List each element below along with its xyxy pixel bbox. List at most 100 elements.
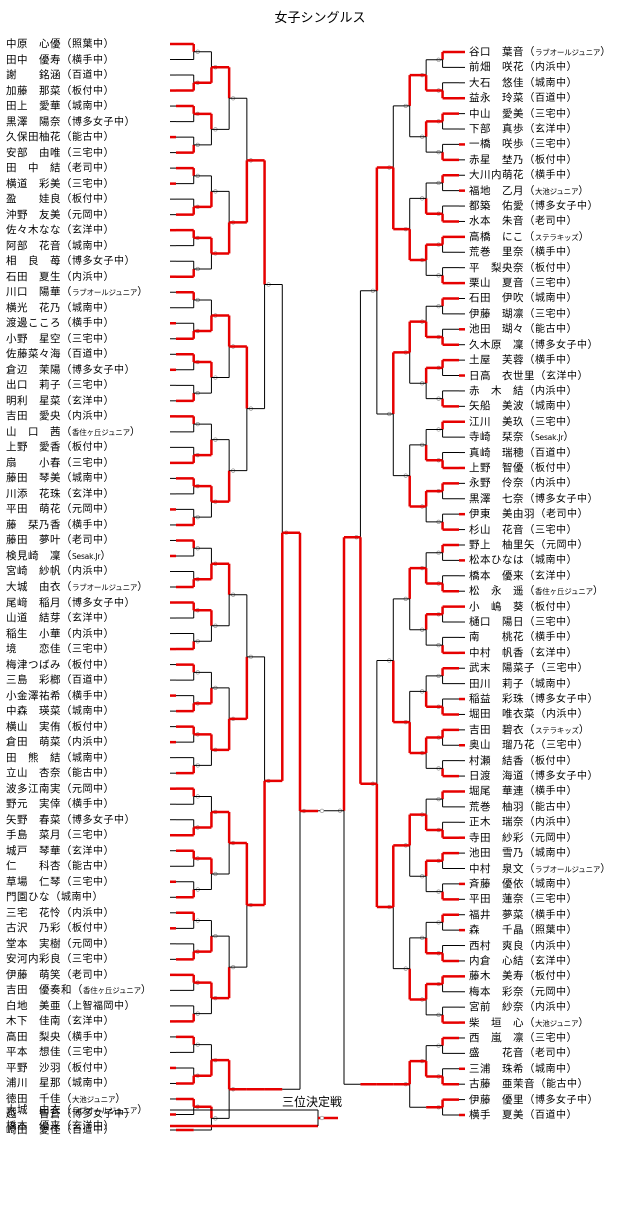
player-name: 高橋 にこ: [469, 230, 524, 243]
paren-close: ）: [566, 169, 578, 182]
team-name: 玄洋中: [72, 395, 104, 407]
player-name: 横手 夏美: [469, 1109, 524, 1121]
paren-open: （: [524, 169, 535, 182]
right-entry: 樋口 陽日（三宅中）: [469, 614, 578, 630]
player-name: 安部 由唯: [6, 146, 61, 159]
player-name: 谷口 葉音: [469, 46, 524, 58]
paren-close: ）: [103, 1046, 115, 1059]
paren-close: ）: [566, 153, 578, 166]
player-name: 加藤 那菜: [6, 84, 61, 97]
paren-close: ）: [566, 292, 578, 305]
player-name: 矢野 春菜: [6, 813, 61, 826]
paren-open: （: [61, 953, 72, 966]
paren-open: （: [61, 829, 72, 842]
right-entry: 中村 泉文（ラブオールジュニア）: [469, 861, 611, 877]
player-name: 橋本 優来: [469, 569, 524, 582]
team-name: 内浜中: [535, 940, 567, 952]
team-name: 博多女子中: [535, 771, 588, 783]
player-name: 出口 莉子: [6, 379, 61, 392]
paren-open: （: [524, 384, 535, 397]
player-name: 中村 帆香: [469, 646, 524, 659]
team-name: 横手中: [72, 318, 104, 330]
team-name: ラブオールジュニア: [72, 1106, 138, 1115]
paren-close: ）: [566, 384, 578, 397]
team-name: 三宅中: [72, 1047, 104, 1059]
right-entry: 森 千晶（照葉中）: [469, 922, 578, 938]
team-name: 三宅中: [72, 333, 104, 345]
paren-close: ）: [103, 674, 115, 687]
right-entry: 横手 夏美（百道中）: [469, 1107, 578, 1123]
team-name: 玄洋中: [72, 1121, 104, 1132]
player-name: 久保田柚花: [6, 131, 61, 144]
team-name: 三宅中: [546, 663, 578, 675]
paren-open: （: [61, 1015, 72, 1028]
player-name: 渡邊こころ: [6, 317, 61, 330]
paren-open: （: [61, 1061, 72, 1074]
team-name: 百道中: [72, 1125, 104, 1136]
team-name: 城南中: [72, 101, 104, 113]
player-name: 手島 菜月: [6, 829, 61, 842]
team-name: 三宅中: [535, 894, 567, 906]
team-name: 三宅中: [72, 876, 104, 888]
team-name: 博多女子中: [72, 814, 125, 826]
team-name: 三宅中: [72, 830, 104, 842]
player-name: 安河内彩良: [6, 953, 61, 966]
paren-open: （: [61, 1092, 72, 1105]
player-name: 吉田 碧衣: [469, 723, 524, 736]
player-name: 真崎 瑞穂: [469, 446, 524, 459]
paren-close: ）: [92, 891, 104, 904]
team-name: 板付中: [535, 971, 567, 983]
right-entry: 土屋 芙蓉（横手中）: [469, 352, 578, 368]
player-name: 山道 結芽: [6, 612, 61, 625]
paren-close: ）: [578, 723, 590, 736]
left-entry: 上野 愛香（板付中）: [6, 439, 115, 455]
paren-open: （: [524, 585, 535, 598]
left-entry: 堂本 実樹（元岡中）: [6, 936, 115, 952]
paren-open: （: [61, 301, 72, 314]
paren-close: ）: [566, 277, 578, 290]
left-entry: 梅津つばみ（板付中）: [6, 657, 115, 673]
paren-close: ）: [137, 1104, 149, 1116]
paren-open: （: [524, 400, 535, 413]
team-name: ラブオールジュニア: [535, 864, 601, 874]
paren-close: ）: [137, 581, 149, 593]
player-name: 伊藤 優里: [469, 1093, 524, 1106]
paren-open: （: [524, 677, 535, 690]
team-name: 横手中: [72, 1031, 104, 1043]
team-name: 玄洋中: [535, 124, 567, 136]
right-entry: 杉山 花音（三宅中）: [469, 522, 578, 538]
right-entry: 日高 衣世里（玄洋中）: [469, 368, 589, 384]
player-name: 阿部 花音: [6, 239, 61, 252]
right-entry: 伊藤 瑚凛（三宅中）: [469, 306, 578, 322]
player-name: 中村 泉文: [469, 862, 524, 875]
team-name: 三宅中: [535, 416, 567, 428]
paren-close: ）: [103, 782, 115, 795]
right-entry: 斉藤 優依（城南中）: [469, 876, 578, 892]
paren-open: （: [523, 230, 535, 243]
paren-open: （: [61, 394, 72, 407]
team-name: 玄洋中: [72, 613, 104, 625]
paren-close: ）: [103, 53, 115, 66]
paren-open: （: [524, 431, 535, 444]
right-entry: 内倉 心結（玄洋中）: [469, 953, 578, 969]
player-name: 古藤 亜茉音: [469, 1078, 535, 1091]
team-name: 横手中: [72, 519, 104, 531]
paren-close: ）: [103, 643, 115, 656]
paren-close: ）: [566, 92, 578, 105]
left-entry: 藤田 琴美（城南中）: [6, 470, 115, 486]
right-entry: 宮前 紗奈（内浜中）: [469, 999, 578, 1015]
player-name: 赤 木 結: [469, 384, 524, 397]
paren-open: （: [61, 860, 72, 873]
paren-open: （: [61, 1077, 72, 1090]
paren-open: （: [524, 215, 535, 228]
team-name: 能古中: [72, 768, 104, 780]
left-entry: 扇 小春（三宅中）: [6, 455, 115, 471]
paren-open: （: [524, 1047, 535, 1060]
paren-close: ）: [587, 1093, 599, 1106]
paren-open: （: [524, 76, 535, 89]
team-name: 百道中: [72, 70, 104, 82]
paren-close: ）: [103, 69, 115, 82]
paren-close: ）: [566, 415, 578, 428]
player-name: 松 永 遥: [469, 585, 524, 598]
paren-open: （: [61, 84, 72, 97]
